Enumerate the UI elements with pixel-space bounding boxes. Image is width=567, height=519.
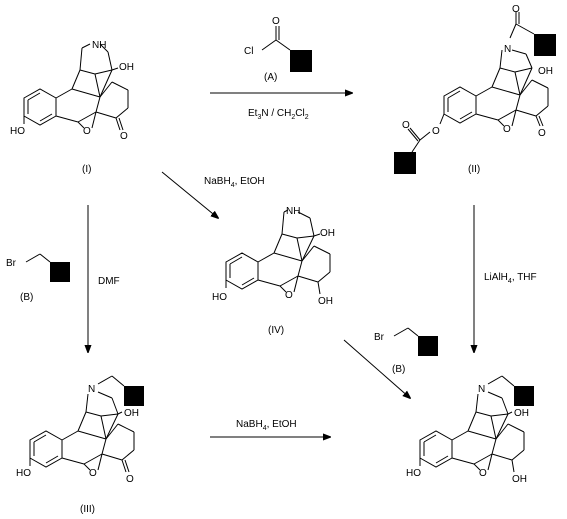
compound-label-IV: (IV) [268,325,284,336]
atom-o-ketone: O [538,128,546,139]
condition-right: LiAlH4, THF [484,272,537,285]
compound-label-III: (III) [80,504,95,515]
condition-top: Et3N / CH2Cl2 [248,108,309,121]
arrow-IV-to-product [343,339,410,398]
atom-nh: NH [286,206,300,217]
atom-br: Br [6,258,17,269]
atom-ho: HO [16,468,31,479]
atom-o-ketone: O [126,474,134,485]
atom-ho: HO [406,468,421,479]
aromatic-ring [419,430,453,468]
atom-oh: OH [538,66,553,77]
atom-oh: OH [514,408,529,419]
atom-oh: OH [124,408,139,419]
atom-n: N [88,384,95,395]
atom-o-ring: O [479,468,487,479]
atom-o-ester-carbonyl: O [402,120,410,131]
aromatic-ring [23,88,57,126]
atom-o-ketone: O [120,131,128,142]
atom-o: O [272,16,280,27]
atom-br: Br [374,332,385,343]
atom-n: N [504,44,511,55]
atom-o-amide: O [512,4,520,15]
atom-oh-2: OH [512,474,527,485]
compound-product: N OH HO O OH [406,375,534,485]
reagent-label-B-right: (B) [392,364,405,375]
reagent-A: Cl O (A) [244,16,312,83]
condition-left: DMF [98,276,120,287]
arrow-I-to-IV [161,171,218,218]
atom-oh: OH [320,228,335,239]
reagent-B-left: Br (B) [6,253,70,303]
atom-o-ring: O [89,468,97,479]
atom-nh: NH [92,40,106,51]
compound-I: NH OH HO O O (I) [10,40,134,175]
atom-o-ester: O [432,126,440,137]
compound-IV: NH OH HO O OH (IV) [212,206,335,336]
atom-o-ring: O [503,124,511,135]
atom-n: N [478,384,485,395]
condition-bottom: NaBH4, EtOH [236,419,297,432]
atom-oh: OH [119,62,134,73]
reagent-B-right: Br (B) [374,327,438,375]
aromatic-ring [225,252,259,290]
atom-ho: HO [10,126,25,137]
aromatic-ring [29,430,63,468]
atom-oh-2: OH [318,296,333,307]
reagent-label-A: (A) [264,72,277,83]
aromatic-ring [443,86,477,124]
compound-label-I: (I) [82,164,91,175]
condition-diag: NaBH4, EtOH [204,176,265,189]
compound-label-II: (II) [468,164,480,175]
atom-o-ring: O [83,126,91,137]
atom-ho: HO [212,292,227,303]
atom-cl: Cl [244,46,253,57]
compound-II: N O OH O O O O (II) [394,4,556,175]
atom-o-ring: O [285,290,293,301]
compound-III: N OH HO O O (III) [16,375,144,515]
reagent-label-B-left: (B) [20,292,33,303]
